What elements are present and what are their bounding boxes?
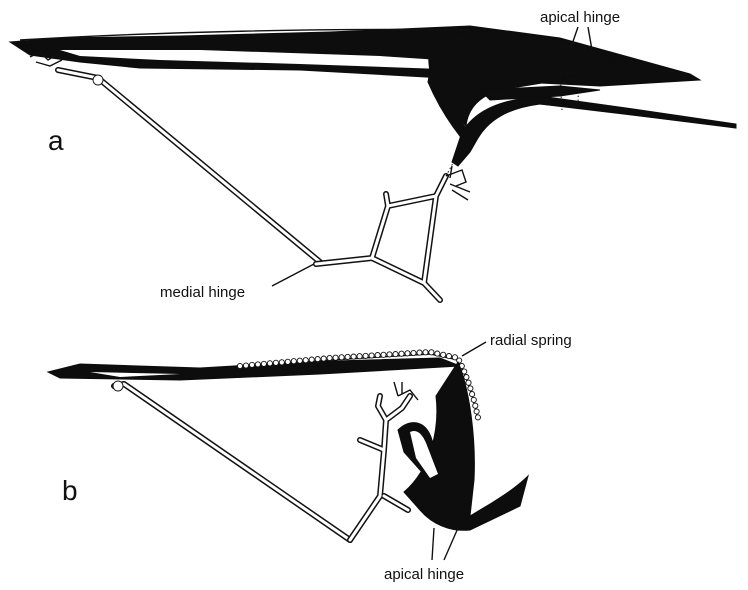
panel-a-apical-hinge-label: apical hinge <box>540 9 620 26</box>
spring-bead <box>474 409 479 414</box>
panel-a-radial-strut <box>58 70 320 262</box>
panel-b-apical-hinge-leader-1 <box>432 528 434 560</box>
spring-bead <box>471 397 476 402</box>
panel-a-medial-frame <box>316 176 446 300</box>
spring-bead <box>303 358 308 363</box>
spring-bead <box>411 350 416 355</box>
spring-bead <box>357 354 362 359</box>
panel-a-medial-hinge-leader <box>272 264 314 286</box>
spring-bead <box>446 354 451 359</box>
panel-a-medial-hinge-label: medial hinge <box>160 284 245 301</box>
spring-bead <box>435 351 440 356</box>
spring-bead <box>423 350 428 355</box>
spring-bead <box>351 354 356 359</box>
spring-bead <box>393 352 398 357</box>
spring-bead <box>309 357 314 362</box>
spring-bead <box>291 359 296 364</box>
spring-bead <box>363 353 368 358</box>
spring-bead <box>466 380 471 385</box>
spring-bead <box>417 350 422 355</box>
panel-b-frame <box>350 396 410 540</box>
panel-b: radial spring apical hinge b <box>48 332 572 583</box>
spring-bead <box>237 363 242 368</box>
spring-bead <box>267 361 272 366</box>
spring-bead <box>369 353 374 358</box>
panel-b-strut-knob <box>113 381 123 391</box>
spring-bead <box>321 356 326 361</box>
panel-b-apical-hinge-label: apical hinge <box>384 566 464 583</box>
spring-bead <box>387 352 392 357</box>
panel-b-letter: b <box>62 475 78 506</box>
spring-bead <box>339 355 344 360</box>
spring-bead <box>473 403 478 408</box>
panel-a: apical hinge medial hinge a <box>10 9 736 301</box>
panel-b-radial-spring-leader <box>462 342 486 356</box>
spring-bead <box>468 386 473 391</box>
spring-bead <box>375 353 380 358</box>
spring-bead <box>249 362 254 367</box>
panel-b-costal-bar <box>48 358 460 380</box>
spring-bead <box>475 415 480 420</box>
spring-bead <box>429 350 434 355</box>
spring-bead <box>405 351 410 356</box>
panel-a-letter: a <box>48 125 64 156</box>
spring-bead <box>333 355 338 360</box>
spring-bead <box>464 375 469 380</box>
spring-bead <box>381 352 386 357</box>
spring-bead <box>470 392 475 397</box>
spring-bead <box>279 360 284 365</box>
spring-bead <box>315 357 320 362</box>
panel-b-radial-spring-label: radial spring <box>490 332 572 349</box>
spring-bead <box>297 358 302 363</box>
panel-a-hinge-fringe <box>446 166 470 200</box>
spring-bead <box>285 359 290 364</box>
spring-bead <box>399 351 404 356</box>
panel-a-strut-knob <box>93 75 103 85</box>
spring-bead <box>261 361 266 366</box>
panel-b-apical-hinge-leader-2 <box>444 528 458 560</box>
spring-bead <box>441 352 446 357</box>
spring-bead <box>345 354 350 359</box>
panel-a-lower-arm <box>452 96 736 166</box>
spring-bead <box>273 360 278 365</box>
spring-bead <box>255 362 260 367</box>
spring-bead <box>327 355 332 360</box>
spring-bead <box>243 363 248 368</box>
